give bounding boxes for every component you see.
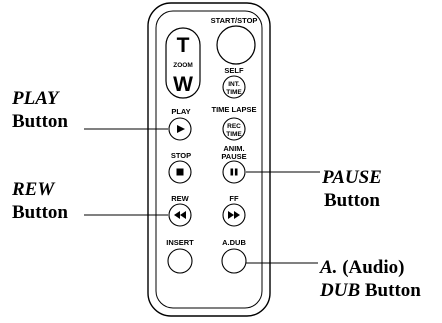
adub-callout-a: A. [320,257,338,278]
adub-callout-line2: DUB Button [320,279,421,302]
ff-label: FF [229,194,239,203]
adub-callout-audio: (Audio) [337,257,405,278]
int-time-line2: TIME [226,89,242,96]
start-stop-label: START/STOP [211,16,258,25]
zoom-rocker[interactable] [165,27,201,99]
zoom-w-label: W [173,73,193,96]
rew-callout-title: REW [12,179,55,200]
rec-time-line1: REC [227,123,241,130]
adub-callout-dub: DUB [320,280,361,301]
pause-callout-title: PAUSE [322,167,382,188]
pause-callout: PAUSE Button [322,166,382,212]
adub-callout-line1: A. (Audio) [320,256,421,279]
int-time-line1: INT. [228,81,240,88]
pause-icon [230,168,238,176]
insert-button[interactable] [167,248,193,274]
rew-callout-subtitle: Button [12,202,68,223]
time-lapse-label: TIME LAPSE [211,105,256,114]
remote-body-inner [155,10,263,309]
rec-time-button[interactable] [222,117,246,141]
int-time-button[interactable] [222,75,246,99]
zoom-t-label: T [177,34,190,57]
pause-label: PAUSE [221,152,246,161]
zoom-label: ZOOM [173,62,193,69]
play-icon [177,125,185,133]
stop-icon [176,168,184,176]
adub-label: A.DUB [222,238,246,247]
rew-label: REW [171,194,189,203]
stop-label: STOP [171,151,191,160]
insert-label: INSERT [166,238,194,247]
start-stop-button[interactable] [216,25,256,65]
play-callout-title: PLAY [12,88,59,109]
play-callout: PLAY Button [12,87,68,133]
play-callout-subtitle: Button [12,111,68,132]
anim-label: ANIM. [223,144,244,153]
pause-callout-subtitle: Button [324,190,380,211]
play-label: PLAY [171,107,190,116]
rec-time-line2: TIME [226,131,242,138]
self-label: SELF [224,66,244,75]
adub-callout-button: Button [360,280,421,301]
pause-button[interactable] [222,160,246,184]
rew-callout: REW Button [12,178,68,224]
fast-forward-icon [228,211,240,219]
adub-callout: A. (Audio) DUB Button [320,256,421,302]
adub-button[interactable] [221,248,247,274]
rewind-icon [174,211,186,219]
